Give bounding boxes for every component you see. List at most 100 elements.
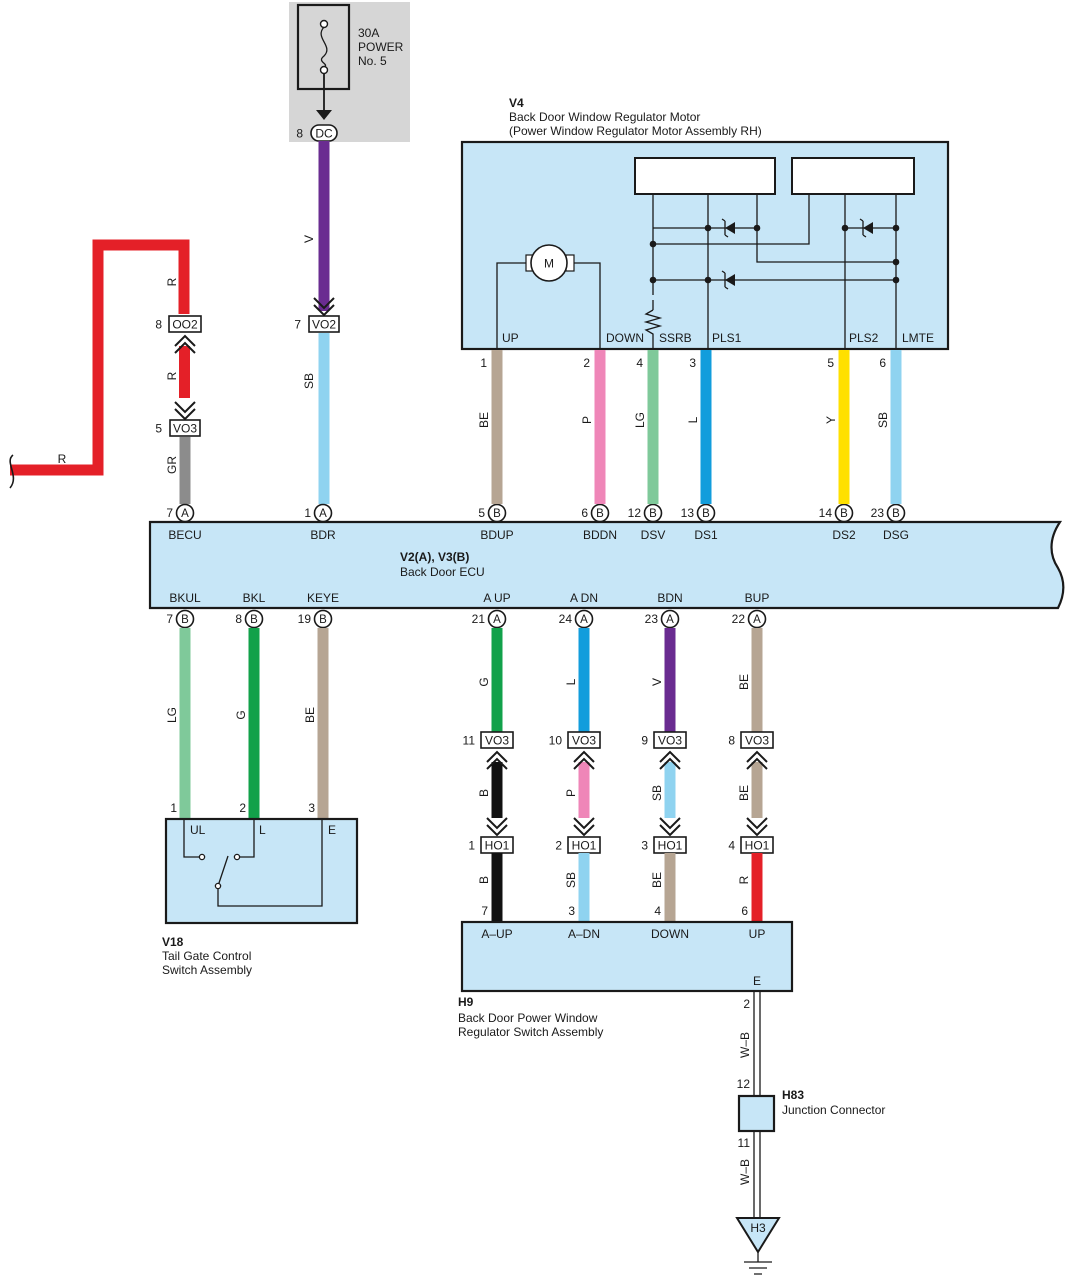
ecu-top-terminals: A7BECUA1BDRB5BDUPB6BDDNB12DSVB13DS1B14DS… (166, 503, 909, 542)
v4-title: Back Door Window Regulator Motor (509, 110, 700, 124)
h9-term-a-dn: A–DN (568, 927, 600, 941)
ecu-bottom-pin-bup-letter: A (753, 614, 761, 626)
ecu-term-bdn: BDN (657, 591, 682, 605)
wire-v18-2-be (317, 628, 329, 819)
wire-label-ho1-h9-3: R (737, 875, 751, 884)
wire-r-left (10, 239, 190, 476)
wire-ho1-h9-3 (751, 853, 763, 922)
ecu-top-pin-dsg-number: 23 (871, 506, 885, 520)
fuse-icon (320, 26, 328, 68)
ecu-term-ds1: DS1 (694, 528, 718, 542)
wire-label-ecu-vo3-1: L (564, 678, 578, 685)
ecu-top-pin-bdup-letter: B (493, 508, 501, 520)
dc-connector-label: DC (315, 127, 333, 141)
v4-term-pls1: PLS1 (712, 331, 742, 345)
ecu-bottom-pin-bkl-number: 8 (235, 612, 242, 626)
ecu-term-a-up: A UP (483, 591, 510, 605)
wire-v18-0-lg (179, 628, 191, 819)
h83-junction-connector (737, 1094, 776, 1133)
v4-id: V4 (509, 96, 524, 110)
ecu-bottom-pin-a-dn-letter: A (580, 614, 588, 626)
v18-pin-1: 2 (239, 801, 246, 815)
wire-label-v4-2: LG (633, 412, 647, 428)
v4-pin-0: 1 (480, 356, 487, 370)
vo3-connector-3-pin: 8 (728, 734, 735, 748)
ecu-term-bkul: BKUL (169, 591, 201, 605)
v18-switch-icon (183, 819, 323, 907)
ecu-term-dsv: DSV (641, 528, 666, 542)
motor-leads (496, 262, 601, 349)
ho1-connector-2-label: HO1 (658, 839, 683, 853)
ecu-top-pin-bdr-circle (313, 503, 333, 523)
wire-label-ecu-vo3-0: G (477, 677, 491, 686)
h9-pin-2: 4 (654, 904, 661, 918)
wire-v4-3-l (700, 350, 712, 504)
ecu-component-box (148, 520, 1065, 610)
h83-pin-bottom: 11 (738, 1136, 751, 1150)
wire-ecu-vo3-1 (578, 628, 590, 732)
ho1-connector-3-label: HO1 (745, 839, 770, 853)
ecu-bottom-pin-a-dn-circle (574, 609, 594, 629)
ecu-top-pin-dsv-letter: B (649, 508, 657, 520)
ecu-bottom-pin-keye-number: 19 (298, 612, 312, 626)
vo3-connector-3-label: VO3 (745, 734, 769, 748)
v18-pin-2: 3 (308, 801, 315, 815)
lower-wire-group: LG1G2BE3GVO311BHO11B7LVO310PHO12SB3VVO39… (165, 628, 774, 922)
h3-label: H3 (750, 1221, 766, 1235)
vo3-connector-2-label: VO3 (658, 734, 682, 748)
h9-e-pin: 2 (743, 997, 750, 1011)
vo3-arrow-icon-2 (659, 750, 681, 770)
wire-break-icon (9, 454, 15, 489)
wire-sb-bdr (318, 333, 330, 504)
wire-vo3-ho1-3 (751, 762, 763, 818)
wire-label-vo3-ho1-3: BE (737, 785, 751, 801)
wire-label-v4-3: L (686, 416, 700, 423)
fuse-terminal-top (319, 19, 329, 29)
ho1-connector-1-pin: 2 (555, 839, 562, 853)
ecu-term-keye: KEYE (307, 591, 339, 605)
ecu-top-pin-bdr-number: 1 (304, 506, 311, 520)
v4-pin-4: 5 (827, 356, 834, 370)
ecu-top-pin-ds1-number: 13 (681, 506, 695, 520)
ecu-bottom-pin-a-dn-number: 24 (559, 612, 573, 626)
ecu-bottom-pin-bkul-number: 7 (166, 612, 173, 626)
h9-id: H9 (458, 995, 474, 1009)
wire-label-w-b-upper: W–B (738, 1032, 752, 1058)
h9-term-e: E (753, 974, 761, 988)
h9-title-2: Regulator Switch Assembly (458, 1025, 603, 1039)
vo3-becu-connector (169, 419, 201, 437)
wire-label-sb-bdr: SB (302, 373, 316, 389)
ho1-arrow-icon-2 (659, 817, 681, 837)
wire-label-ecu-vo3-2: V (650, 678, 664, 686)
ecu-bottom-pin-keye-letter: B (319, 614, 327, 626)
v4-subtitle: (Power Window Regulator Motor Assembly R… (509, 124, 762, 138)
wire-label-w-b-lower: W–B (738, 1159, 752, 1185)
ecu-bottom-pin-bdn-number: 23 (645, 612, 659, 626)
ecu-bottom-pin-bdn-letter: A (666, 614, 674, 626)
v4-term-ssrb: SSRB (659, 331, 692, 345)
h9-term-a-up: A–UP (481, 927, 512, 941)
v18-title-1: Tail Gate Control (162, 949, 251, 963)
h3-ground-icon (735, 1217, 781, 1254)
ecu-title: Back Door ECU (400, 565, 485, 579)
wire-vo3-ho1-2 (664, 762, 676, 818)
wire-v4-2-lg (647, 350, 659, 504)
ecu-id: V2(A), V3(B) (400, 550, 469, 564)
wire-ecu-vo3-0 (491, 628, 503, 732)
vo3-connector-2 (653, 731, 687, 749)
fuse-name: POWER (358, 40, 404, 54)
ecu-top-pin-dsg-letter: B (892, 508, 900, 520)
wire-label-gr: GR (165, 456, 179, 474)
v4-term-lmte: LMTE (902, 331, 934, 345)
ecu-term-bkl: BKL (243, 591, 266, 605)
h9-pin-0: 7 (481, 904, 488, 918)
ecu-bottom-pin-a-up-number: 21 (472, 612, 486, 626)
ho1-connector-0-pin: 1 (468, 839, 475, 853)
ho1-connector-1-label: HO1 (572, 839, 597, 853)
h9-component-box (460, 920, 794, 993)
wire-vo3-ho1-0 (491, 762, 503, 818)
ecu-term-becu: BECU (168, 528, 201, 542)
v4-pin-2: 4 (636, 356, 643, 370)
vo2-pin: 7 (294, 318, 301, 332)
